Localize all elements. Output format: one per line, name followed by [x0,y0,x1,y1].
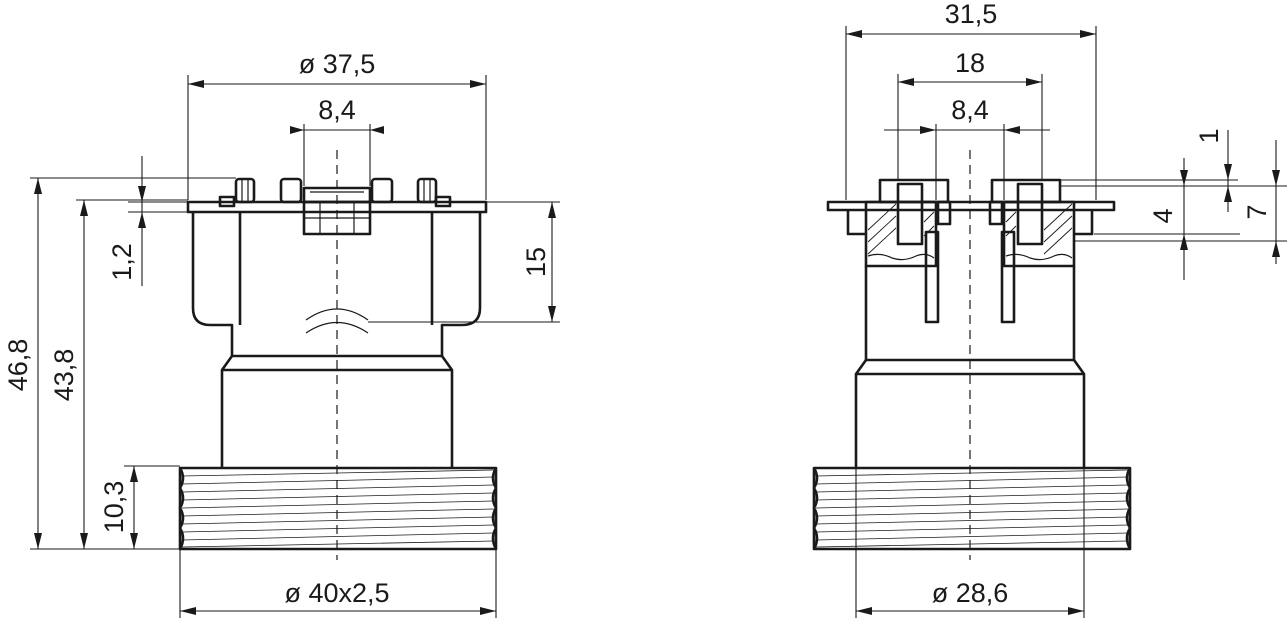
right-body [864,266,1076,362]
dim-right-slot-width-label: 18 [955,48,985,78]
dim-right-inner-width: 8,4 [884,95,1050,200]
dim-thread-height-label: 10,3 [99,481,129,534]
dim-upper-height: 15 [368,201,560,323]
left-upper-body [191,212,482,358]
dim-right-base-diameter: ø 28,6 [855,468,1085,618]
right-view: 31,5 18 8,4 1 [812,0,1287,618]
dim-left-inner-width-label: 8,4 [318,95,356,125]
dim-thread: ø 40x2,5 [179,549,497,618]
left-terminals [218,177,452,208]
dim-upper-height-label: 15 [521,247,551,277]
dim-top-diameter-label: ø 37,5 [299,49,376,79]
dim-flange-thickness-label: 1,2 [107,243,137,281]
dim-right-top-heights: 1 4 7 [1060,128,1287,280]
dim-thread-height: 10,3 [99,465,180,549]
dim-right-top-4-label: 4 [1148,208,1178,223]
dim-right-outer-width: 31,5 [845,0,1097,200]
dim-body-height: 43,8 [49,199,188,549]
dim-right-slot-width: 18 [897,48,1043,180]
dim-right-base-diameter-label: ø 28,6 [932,578,1009,608]
right-thread [812,466,1132,551]
dim-body-height-label: 43,8 [49,349,79,402]
dim-top-diameter: ø 37,5 [187,49,487,200]
dim-flange-thickness: 1,2 [107,156,188,286]
left-central-contact [302,186,372,236]
right-right-contact [988,178,1076,324]
dim-thread-label: ø 40x2,5 [284,578,389,608]
dim-overall-height-label: 46,8 [3,339,33,392]
left-thread [178,466,498,551]
dim-left-inner-width: 8,4 [290,95,384,186]
dim-right-top-1-label: 1 [1194,128,1224,143]
dim-right-outer-width-label: 31,5 [945,0,998,29]
left-view: ø 37,5 8,4 46,8 43,8 [3,49,560,618]
dim-right-inner-width-label: 8,4 [951,95,989,125]
dim-overall-height: 46,8 [3,177,236,550]
right-flange [826,200,1116,212]
dim-right-top-7-label: 7 [1242,204,1272,219]
right-left-contact [864,178,952,324]
